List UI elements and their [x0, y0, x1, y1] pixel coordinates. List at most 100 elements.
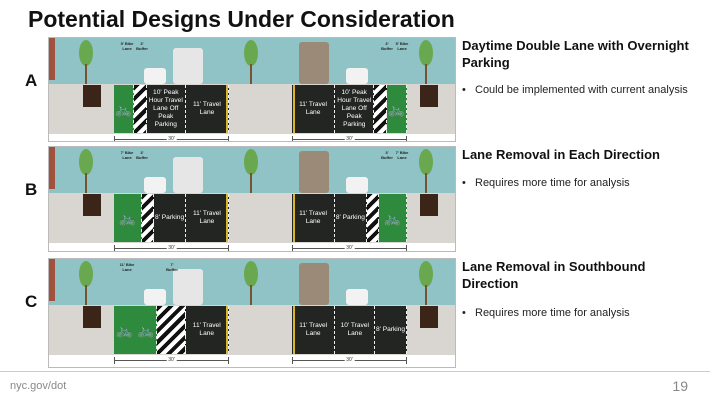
option-letter: B	[25, 180, 38, 199]
yellow-centerline	[293, 306, 295, 354]
tree-icon	[244, 40, 258, 66]
dimension-line: 30'	[114, 357, 229, 364]
travel-lane: 11' Travel Lane	[292, 306, 336, 354]
yellow-centerline	[293, 194, 295, 242]
tree-pit	[420, 306, 438, 328]
dimension-label: 30'	[166, 245, 177, 251]
tree-trunk	[250, 285, 252, 305]
car-icon	[346, 289, 368, 305]
bike-lane: 🚲	[386, 85, 408, 133]
box-truck-icon	[299, 151, 329, 193]
dimension-label: 30'	[344, 245, 355, 251]
tree-trunk	[250, 173, 252, 193]
dimension-label: 30'	[344, 136, 355, 142]
tree-pit	[83, 306, 101, 328]
building	[49, 259, 55, 301]
dimension-line: 30'	[292, 245, 407, 251]
tree-icon	[244, 261, 258, 287]
tree-icon	[79, 261, 93, 287]
dimension-label: 30'	[166, 357, 177, 363]
tree-pit	[83, 194, 101, 216]
parking-lane: 8' Parking	[335, 194, 367, 242]
parking-lane: 8' Parking	[375, 306, 407, 354]
yellow-centerline	[293, 85, 295, 133]
lane-width-label: 7' Bike Lane	[395, 150, 409, 160]
lane-width-label: 3' Buffer	[381, 150, 393, 160]
tree-icon	[419, 40, 433, 66]
tree-icon	[419, 261, 433, 287]
box-truck-icon	[299, 263, 329, 305]
travel-lane: 10' Travel Lane	[335, 306, 376, 354]
box-truck-icon	[299, 42, 329, 84]
dimension-line: 30'	[114, 245, 229, 251]
yellow-centerline	[226, 194, 228, 242]
tree-trunk	[85, 173, 87, 193]
tree-trunk	[425, 285, 427, 305]
option-bullet: Requires more time for analysis	[462, 176, 702, 190]
travel-lane: 11' Travel Lane	[185, 194, 230, 242]
bullet-text: Could be implemented with current analys…	[475, 84, 688, 96]
travel-lane: 11' Travel Lane	[185, 85, 230, 133]
bullet-text: Requires more time for analysis	[475, 307, 630, 319]
bike-lane: 🚲	[114, 194, 142, 242]
option-letter: A	[25, 71, 38, 90]
tree-icon	[79, 40, 93, 66]
car-icon	[144, 177, 166, 193]
lane-width-label: 5' Bike Lane	[120, 41, 134, 51]
tree-trunk	[425, 64, 427, 84]
building	[49, 38, 55, 80]
lane-width-label: 5' Bike Lane	[395, 41, 409, 51]
slide-title: Potential Designs Under Consideration	[28, 6, 455, 32]
yellow-centerline	[226, 85, 228, 133]
buffer-lane	[134, 85, 147, 133]
option-heading: Lane Removal in Each Direction	[462, 147, 660, 162]
car-icon	[144, 289, 166, 305]
tree-trunk	[250, 64, 252, 84]
parking-lane: 8' Parking	[154, 194, 186, 242]
lane-width-label: 3' Buffer	[136, 41, 148, 51]
street-cross-section: 🚲 10' Peak Hour Travel Lane Off Peak Park…	[48, 37, 456, 142]
lane-width-label: 7' Buffer	[166, 262, 178, 272]
footer-url: nyc.gov/dot	[10, 380, 67, 392]
lane-width-label: 3' Buffer	[136, 150, 148, 160]
tree-trunk	[85, 64, 87, 84]
buffer-lane	[374, 85, 387, 133]
truck-icon	[173, 269, 203, 305]
dimension-line: 30'	[292, 136, 407, 142]
travel-lane: 11' Travel Lane	[292, 85, 336, 133]
left-road: 🚲 10' Peak Hour Travel Lane Off Peak Park…	[114, 85, 230, 133]
option-bullet: Requires more time for analysis	[462, 306, 702, 320]
option-heading: Daytime Double Lane with Overnight Parki…	[462, 38, 689, 70]
dimension-label: 30'	[344, 357, 355, 363]
tree-pit	[420, 194, 438, 216]
tree-icon	[79, 149, 93, 175]
travel-lane: 11' Travel Lane	[185, 306, 229, 354]
lane-width-label: 7' Bike Lane	[120, 150, 134, 160]
option-letter: C	[25, 292, 38, 311]
buffer-lane	[141, 194, 155, 242]
bike-lane: 🚲	[379, 194, 408, 242]
buffer-lane	[157, 306, 186, 354]
building	[49, 147, 55, 189]
bike-lane: 🚲	[114, 85, 135, 133]
truck-icon	[173, 157, 203, 193]
buffer-lane	[366, 194, 380, 242]
bike-lane: 🚲 🚲	[114, 306, 158, 354]
dimension-line: 30'	[114, 136, 229, 142]
lane-width-label: 11' Bike Lane	[119, 262, 135, 272]
page-number: 19	[672, 378, 688, 394]
car-icon	[346, 68, 368, 84]
travel-lane: 10' Peak Hour Travel Lane Off Peak Parki…	[146, 85, 186, 133]
car-icon	[144, 68, 166, 84]
dimension-label: 30'	[166, 136, 177, 142]
car-icon	[346, 177, 368, 193]
tree-trunk	[425, 173, 427, 193]
truck-icon	[173, 48, 203, 84]
dimension-line: 30'	[292, 357, 407, 364]
